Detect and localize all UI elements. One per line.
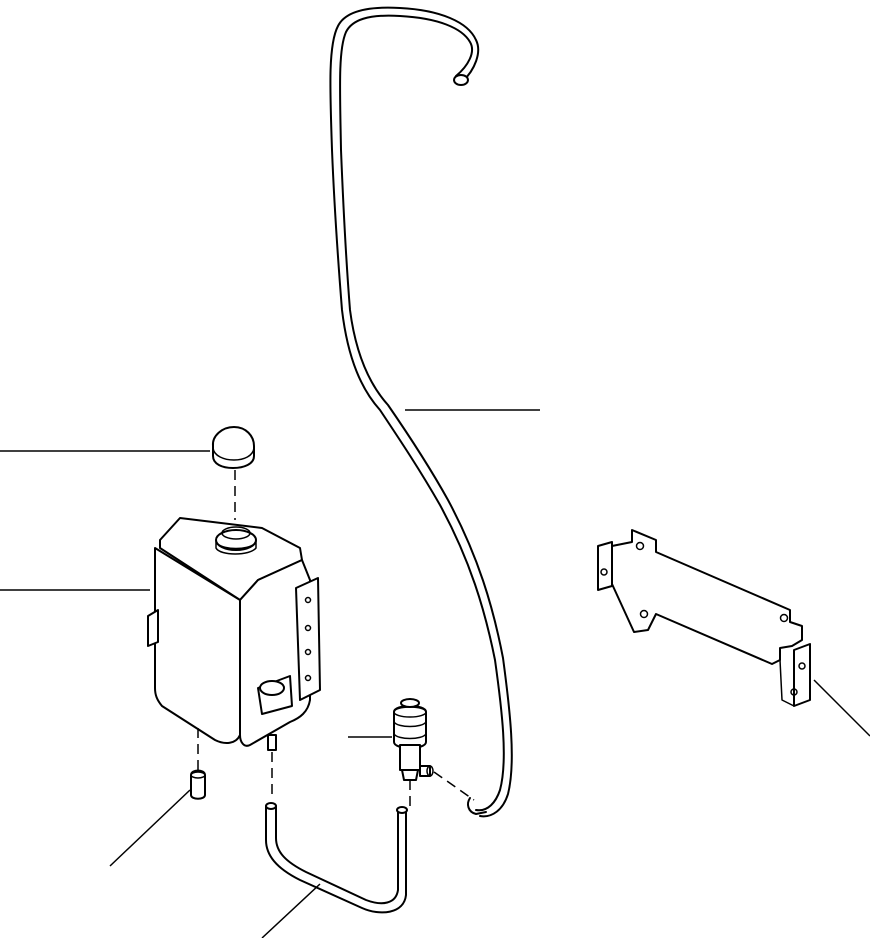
valve-hose-axis <box>433 771 475 801</box>
bracket-right-tab <box>793 643 811 707</box>
hose-end-top <box>453 74 469 86</box>
leader-tank-plug <box>109 789 191 867</box>
mounting-bracket <box>597 529 811 707</box>
washer-tank <box>147 517 321 751</box>
check-valve <box>393 698 434 781</box>
tank-plug <box>190 769 206 800</box>
leader-mounting-bracket <box>813 679 870 737</box>
tank-outlet <box>267 734 277 751</box>
bracket-left-tab <box>597 541 613 591</box>
hose-long <box>329 6 513 818</box>
tank-cap <box>211 426 255 469</box>
hose-short <box>265 802 408 914</box>
tank-left-tab <box>147 609 159 647</box>
tank-side-bracket <box>295 577 321 701</box>
leader-hose-short <box>261 883 321 938</box>
